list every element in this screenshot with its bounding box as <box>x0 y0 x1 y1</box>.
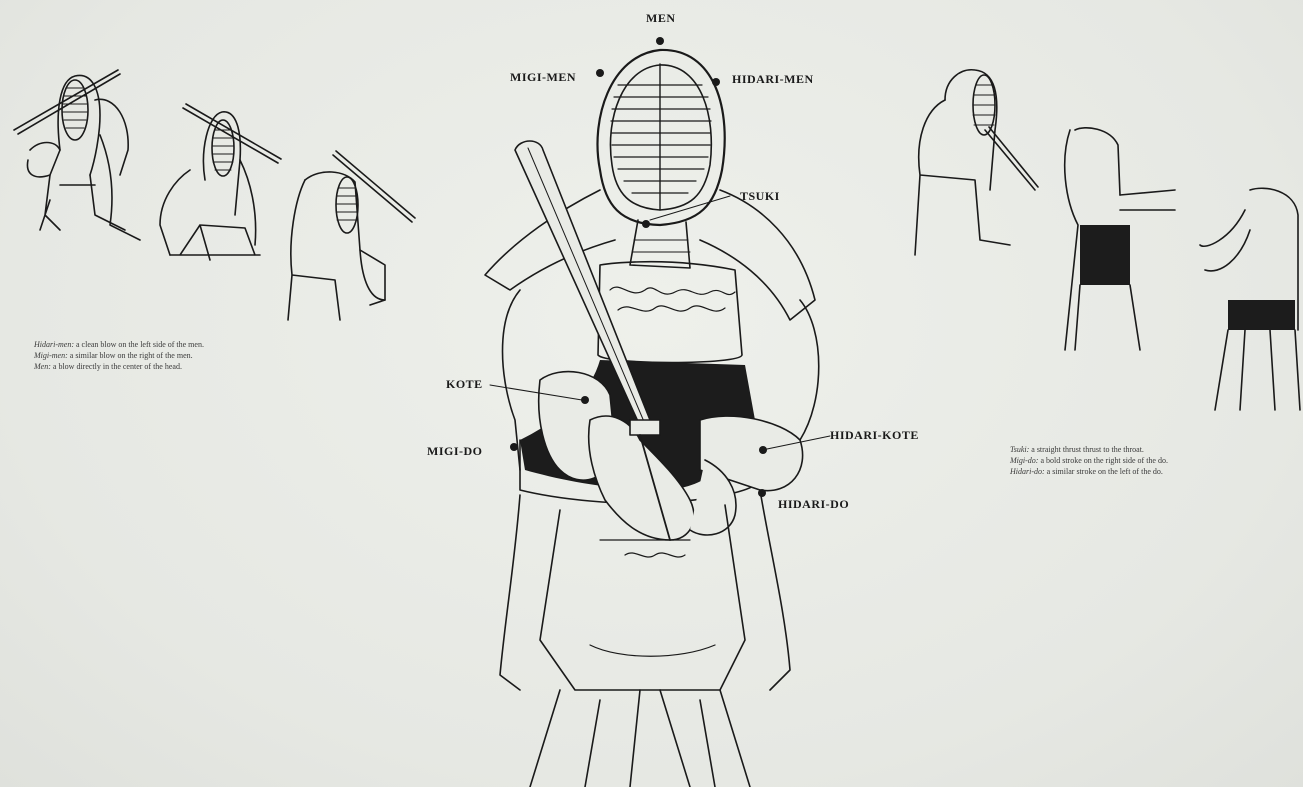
right-caption-term-3: Hidari-do: <box>1010 467 1045 476</box>
label-migi-men: MIGI-MEN <box>510 70 576 85</box>
left-caption-text-2: a similar blow on the right of the men. <box>68 351 193 360</box>
right-caption-line-1: Tsuki: a straight thrust thrust to the t… <box>1010 444 1280 455</box>
label-men: MEN <box>646 11 676 26</box>
label-hidari-do: HIDARI-DO <box>778 497 849 512</box>
right-caption-line-2: Migi-do: a bold stroke on the right side… <box>1010 455 1280 466</box>
left-caption-line-2: Migi-men: a similar blow on the right of… <box>34 350 334 361</box>
left-caption-term-1: Hidari-men: <box>34 340 74 349</box>
left-caption-line-1: Hidari-men: a clean blow on the left sid… <box>34 339 334 350</box>
left-caption-term-2: Migi-men: <box>34 351 68 360</box>
label-hidari-men: HIDARI-MEN <box>732 72 814 87</box>
left-figure-1 <box>14 70 140 240</box>
right-caption: Tsuki: a straight thrust thrust to the t… <box>1010 444 1280 477</box>
central-figure <box>485 50 819 787</box>
right-figure-2 <box>1065 128 1175 350</box>
right-caption-term-2: Migi-do: <box>1010 456 1038 465</box>
right-caption-term-1: Tsuki: <box>1010 445 1029 454</box>
left-caption-text-3: a blow directly in the center of the hea… <box>51 362 182 371</box>
label-hidari-kote: HIDARI-KOTE <box>830 428 919 443</box>
left-figure-2 <box>160 104 281 260</box>
right-figure-1 <box>915 70 1038 255</box>
left-caption: Hidari-men: a clean blow on the left sid… <box>34 339 334 372</box>
left-figure-3 <box>288 151 415 320</box>
tsuki-throat-guard <box>630 220 690 268</box>
right-caption-text-2: a bold stroke on the right side of the d… <box>1038 456 1168 465</box>
right-caption-text-1: a straight thrust thrust to the throat. <box>1029 445 1144 454</box>
label-migi-do: MIGI-DO <box>427 444 483 459</box>
right-figure-3 <box>1200 188 1300 410</box>
right-figure-3-do <box>1228 300 1295 330</box>
right-figure-2-do <box>1080 225 1130 285</box>
label-tsuki: TSUKI <box>740 189 780 204</box>
men-mask <box>598 50 725 225</box>
left-caption-text-1: a clean blow on the left side of the men… <box>74 340 204 349</box>
right-caption-line-3: Hidari-do: a similar stroke on the left … <box>1010 466 1280 477</box>
left-caption-term-3: Men: <box>34 362 51 371</box>
right-caption-text-3: a similar stroke on the left of the do. <box>1045 467 1163 476</box>
label-kote: KOTE <box>446 377 483 392</box>
left-caption-line-3: Men: a blow directly in the center of th… <box>34 361 334 372</box>
